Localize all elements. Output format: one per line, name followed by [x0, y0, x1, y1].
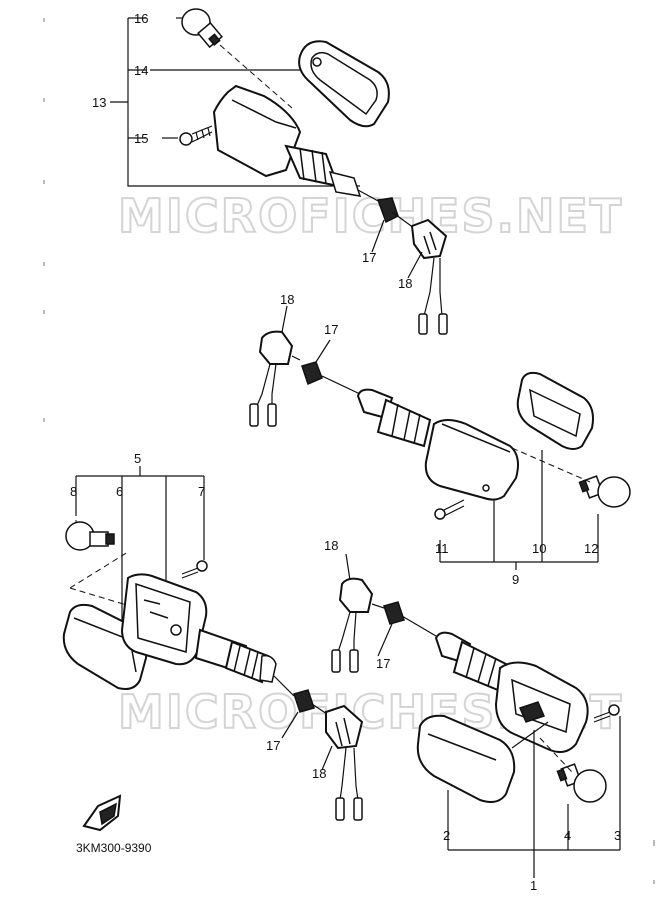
label-9: 9: [512, 572, 519, 587]
front-direction-arrow-icon: [82, 794, 122, 832]
label-1: 1: [530, 878, 537, 893]
label-18-lower-right: 18: [324, 538, 338, 553]
part-callouts: 16 14 13 15 17 18 18 17 11 10 12 9 5 8 6…: [70, 11, 621, 893]
label-17-top: 17: [362, 250, 376, 265]
label-14: 14: [134, 63, 148, 78]
label-8: 8: [70, 484, 77, 499]
label-11: 11: [435, 541, 449, 556]
watermark-top: MICROFICHES.NET: [118, 189, 623, 243]
bulb-16: [181, 8, 223, 49]
label-18-lower-left: 18: [312, 766, 326, 781]
turn-signal-assembly-lower-right: [331, 553, 621, 878]
lens-14: [298, 40, 390, 128]
label-16: 16: [134, 11, 148, 26]
label-17-lower-left: 17: [266, 738, 280, 753]
label-4: 4: [564, 828, 571, 843]
label-5: 5: [134, 451, 141, 466]
label-15: 15: [134, 131, 148, 146]
screw-15: [179, 125, 213, 146]
turn-signal-assembly-middle: [249, 305, 631, 570]
label-2: 2: [443, 828, 450, 843]
bulb-4: [556, 763, 607, 803]
label-17-lower-right: 17: [376, 656, 390, 671]
screw-11: [434, 499, 465, 520]
label-6: 6: [116, 484, 123, 499]
label-10: 10: [532, 541, 546, 556]
label-18-middle: 18: [280, 292, 294, 307]
bulb-8: [65, 521, 115, 551]
label-18-top: 18: [398, 276, 412, 291]
label-12: 12: [584, 541, 598, 556]
turn-signal-assembly-lower-left: [62, 466, 364, 821]
label-13: 13: [92, 95, 106, 110]
label-17-middle: 17: [324, 322, 338, 337]
label-7: 7: [198, 484, 205, 499]
label-3: 3: [614, 828, 621, 843]
turn-signal-assembly-top: [110, 8, 448, 335]
scan-margin-marks: [43, 18, 655, 884]
diagram-code: 3KM300-9390: [76, 841, 152, 855]
